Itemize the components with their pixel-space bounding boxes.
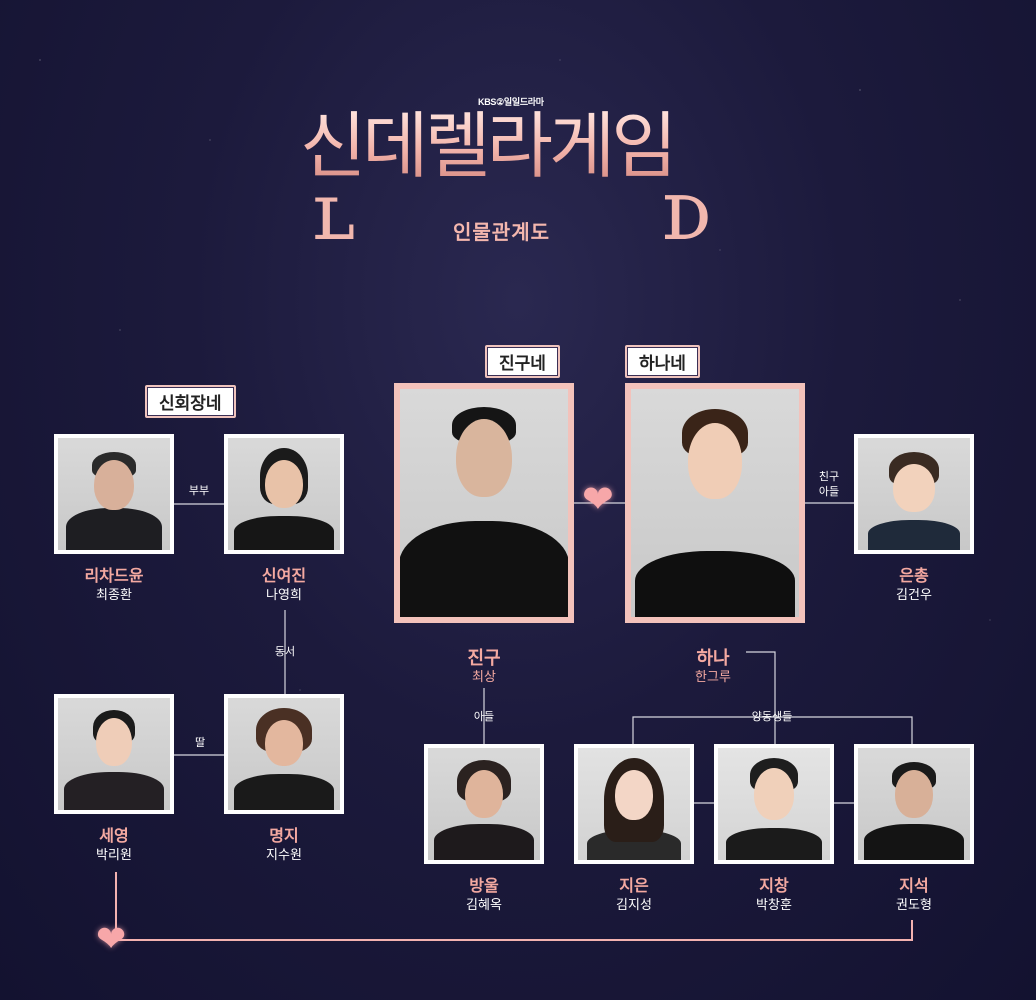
relation-sister-in-law: 동서 [274, 645, 296, 658]
character-name-yeojin: 신여진 [261, 566, 307, 585]
actor-name-eunchong: 김건우 [896, 588, 932, 603]
relation-spouse: 부부 [188, 484, 210, 497]
heart-icon: ❤ [96, 919, 127, 960]
relation-friend: 친구 [818, 470, 840, 483]
photo-jieun [574, 744, 694, 864]
character-name-richard: 리차드윤 [84, 566, 144, 585]
line-siblings-branch [632, 716, 913, 747]
actor-name-myungji: 지수원 [266, 848, 302, 863]
relation-daughter: 딸 [194, 736, 206, 749]
actor-name-jichang: 박창훈 [756, 898, 792, 913]
character-name-seyoung: 세영 [99, 826, 129, 845]
character-name-jingu: 진구 [467, 648, 501, 669]
character-name-hana: 하나 [696, 648, 730, 669]
relation-adopted-siblings: 양동생들 [751, 710, 793, 723]
line-love-bottom [115, 872, 913, 941]
character-name-jieun: 지은 [619, 876, 649, 895]
character-name-jichang: 지창 [759, 876, 789, 895]
line-hana-siblings [746, 651, 776, 717]
photo-myungji [224, 694, 344, 814]
character-name-bangul: 방울 [469, 876, 499, 895]
character-name-jiseok: 지석 [899, 876, 929, 895]
network-logo: KBS②일일드라마 [478, 97, 544, 107]
title-swash-left: ʟ [312, 165, 356, 258]
title-swash-right: ᴅ [662, 161, 712, 259]
photo-jingu [394, 383, 574, 623]
character-name-myungji: 명지 [269, 826, 299, 845]
character-name-eunchong: 은총 [899, 566, 929, 585]
relation-son: 아들 [473, 710, 495, 723]
photo-hana [625, 383, 805, 623]
heart-icon: ❤ [582, 477, 614, 521]
actor-name-seyoung: 박리원 [96, 848, 132, 863]
photo-seyoung [54, 694, 174, 814]
photo-jiseok [854, 744, 974, 864]
actor-name-jiseok: 권도형 [896, 898, 932, 913]
actor-name-richard: 최종환 [96, 588, 132, 603]
group-tag-hana: 하나네 [625, 345, 700, 378]
group-tag-shin: 신회장네 [145, 385, 236, 418]
diagram-subtitle: 인물관계도 [453, 220, 550, 244]
actor-name-bangul: 김혜옥 [466, 898, 502, 913]
relation-friend-son: 아들 [818, 485, 840, 498]
group-tag-jingu: 진구네 [485, 345, 560, 378]
photo-richard [54, 434, 174, 554]
photo-yeojin [224, 434, 344, 554]
actor-name-yeojin: 나영희 [266, 588, 302, 603]
photo-jichang [714, 744, 834, 864]
photo-eunchong [854, 434, 974, 554]
actor-name-hana: 한그루 [695, 670, 731, 685]
drama-title: 신데렐라게임 [300, 104, 677, 188]
actor-name-jingu: 최상 [472, 670, 496, 685]
photo-bangul [424, 744, 544, 864]
actor-name-jieun: 김지성 [616, 898, 652, 913]
